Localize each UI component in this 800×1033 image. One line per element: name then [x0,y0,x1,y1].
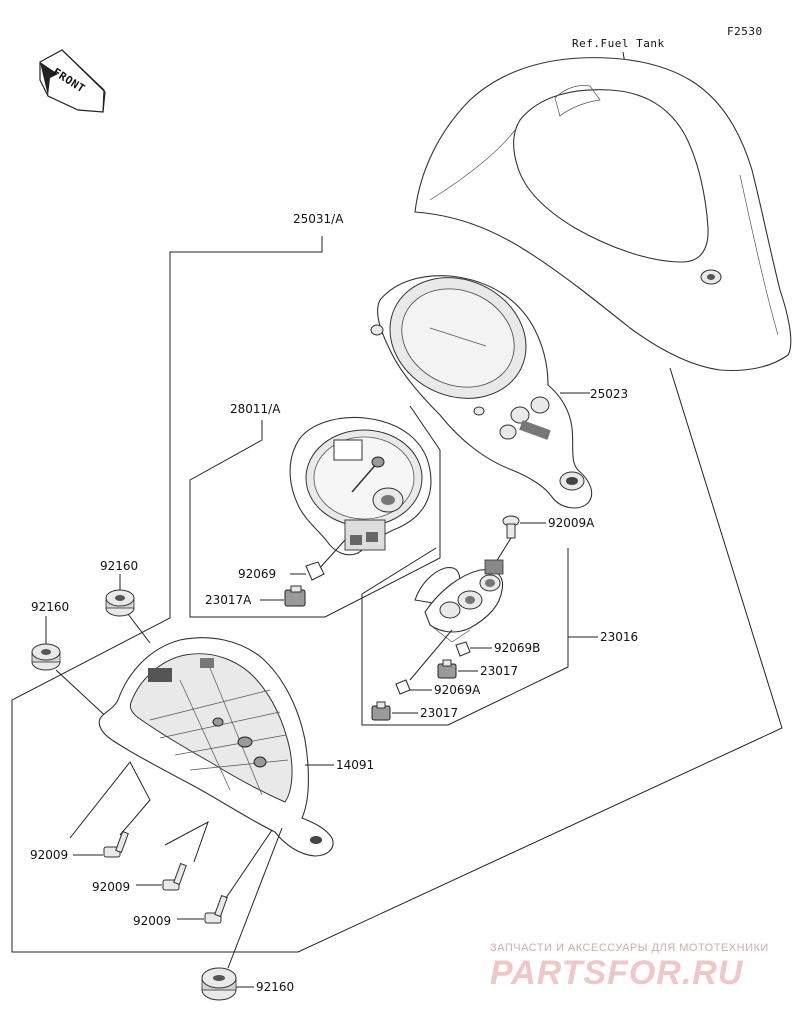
grommet-92160-c [201,967,237,1001]
label-92009A: 92009A [548,516,595,530]
label-23017A: 23017A [205,593,252,607]
label-92160-c: 92160 [256,980,294,994]
grommet-92160-a [105,589,135,617]
assy-23016-box [361,547,569,726]
meter-case-25023 [370,275,593,509]
leader-92069A-up [409,629,453,681]
grommet-92160-b [31,643,61,671]
socket-23017-b [371,701,391,721]
leader-92009-b-fan [164,820,209,863]
wire-harness-23016 [414,559,504,643]
label-23017-b: 23017 [420,706,458,720]
fuel-tank-cover [414,57,792,371]
meter-housing-14091 [98,637,334,857]
label-28011A: 28011/A [230,402,281,416]
leader-92160-c-up [227,827,283,969]
label-92009-a: 92009 [30,848,68,862]
leader-92009A-down [495,537,512,563]
label-92069A: 92069A [434,683,481,697]
label-92160-a: 92160 [100,559,138,573]
leader-92009-a-fan [69,761,151,839]
label-23017-a: 23017 [480,664,518,678]
label-92009-b: 92009 [92,880,130,894]
assy-25031A-box [11,236,783,953]
leader-92009-c-up [225,829,273,899]
label-92069B: 92069B [494,641,540,655]
label-23016: 23016 [600,630,638,644]
socket-23017-a [437,659,457,679]
label-25023: 25023 [590,387,628,401]
screw-92009-a [103,830,129,858]
assy-28011A-box [189,405,441,618]
watermark-line2: PARTSFOR.RU [490,954,744,992]
front-arrow-icon: FRONT [39,49,106,113]
screw-92009-c [204,894,228,924]
label-92009-c: 92009 [133,914,171,928]
meter-unit-28011 [289,416,432,556]
bulb-92069A [395,679,411,695]
figure-code: F2530 [727,25,763,38]
socket-23017A [284,585,306,607]
leader-92160-a2 [127,613,151,644]
label-92069: 92069 [238,567,276,581]
bulb-92069 [305,561,325,581]
bulb-92069B [455,641,471,657]
ref-fuel-tank-label: Ref.Fuel Tank [572,37,665,50]
screw-92009-b [162,862,187,891]
leader-92069-b [317,539,346,571]
leader-92160-b2 [55,669,113,723]
watermark-line1: ЗАПЧАСТИ И АКСЕССУАРЫ ДЛЯ МОТОТЕХНИКИ [490,942,769,954]
screw-92009A [502,515,520,539]
label-14091: 14091 [336,758,374,772]
label-25031A: 25031/A [293,212,344,226]
label-92160-b: 92160 [31,600,69,614]
